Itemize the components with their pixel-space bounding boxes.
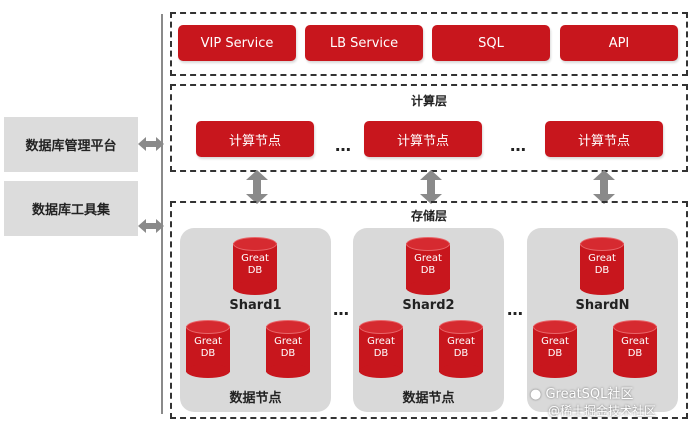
- vip-service-block: VIP Service: [178, 25, 296, 61]
- storage-ellipsis-2: …: [507, 300, 526, 319]
- watermark-line1: GreatSQL社区: [545, 387, 634, 402]
- storage-ellipsis-1: …: [333, 300, 352, 319]
- db-text-db: DB: [200, 348, 216, 359]
- db-text-db: DB: [627, 348, 643, 359]
- compute-node-1-label: 计算节点: [228, 133, 281, 149]
- db-text-great: Great: [274, 336, 302, 347]
- wechat-icon: ●: [530, 387, 542, 402]
- shard-n-name: ShardN: [575, 298, 630, 313]
- db-text-db: DB: [247, 265, 263, 276]
- api-label: API: [608, 35, 630, 51]
- db-text-db: DB: [453, 348, 469, 359]
- shard-1-footer: 数据节点: [229, 391, 282, 406]
- db-text-great: Great: [541, 336, 569, 347]
- shard-2-name: Shard2: [402, 298, 455, 313]
- db-text-db: DB: [280, 348, 296, 359]
- shard-1-name: Shard1: [229, 298, 282, 313]
- db-text-great: Great: [621, 336, 649, 347]
- compute-storage-arrow-1-icon: [246, 170, 268, 204]
- storage-layer-title: 存储层: [410, 209, 447, 223]
- db-text-great: Great: [194, 336, 222, 347]
- compute-node-3: 计算节点: [545, 121, 663, 157]
- storage-layer-box: [170, 201, 688, 419]
- api-block: API: [560, 25, 678, 61]
- compute-layer-box: [170, 84, 688, 172]
- db-tool-set-label: 数据库工具集: [31, 203, 110, 218]
- db-text-great: Great: [588, 253, 616, 264]
- db-tool-set: 数据库工具集: [4, 181, 138, 236]
- watermark-line2: @稀土掘金技术社区: [548, 404, 657, 418]
- compute-node-2: 计算节点: [364, 121, 482, 157]
- db-management-platform-label: 数据库管理平台: [25, 139, 117, 154]
- db-text-great: Great: [241, 253, 269, 264]
- compute-storage-arrow-2-icon: [420, 170, 442, 204]
- compute-node-2-label: 计算节点: [396, 133, 449, 149]
- db-text-db: DB: [420, 265, 436, 276]
- compute-storage-arrow-3-icon: [593, 170, 615, 204]
- db-text-great: Great: [447, 336, 475, 347]
- compute-ellipsis-1: …: [335, 136, 354, 155]
- compute-layer-title: 计算层: [410, 94, 447, 108]
- compute-node-3-label: 计算节点: [577, 133, 630, 149]
- sql-block: SQL: [432, 25, 550, 61]
- lb-service-label: LB Service: [329, 35, 399, 51]
- service-layer-box: [170, 12, 688, 76]
- vertical-divider: [161, 14, 163, 414]
- db-text-great: Great: [367, 336, 395, 347]
- watermark: ● GreatSQL社区: [530, 383, 633, 402]
- db-text-db: DB: [547, 348, 563, 359]
- db-text-db: DB: [373, 348, 389, 359]
- tools-double-arrow-icon: [138, 219, 164, 233]
- db-management-platform: 数据库管理平台: [4, 117, 138, 172]
- lb-service-block: LB Service: [305, 25, 423, 61]
- compute-node-1: 计算节点: [196, 121, 314, 157]
- sql-label: SQL: [478, 35, 504, 51]
- vip-service-label: VIP Service: [200, 35, 274, 51]
- mgmt-double-arrow-icon: [138, 137, 164, 151]
- db-text-db: DB: [594, 265, 610, 276]
- compute-ellipsis-2: …: [510, 136, 529, 155]
- shard-2-footer: 数据节点: [402, 391, 455, 406]
- db-text-great: Great: [414, 253, 442, 264]
